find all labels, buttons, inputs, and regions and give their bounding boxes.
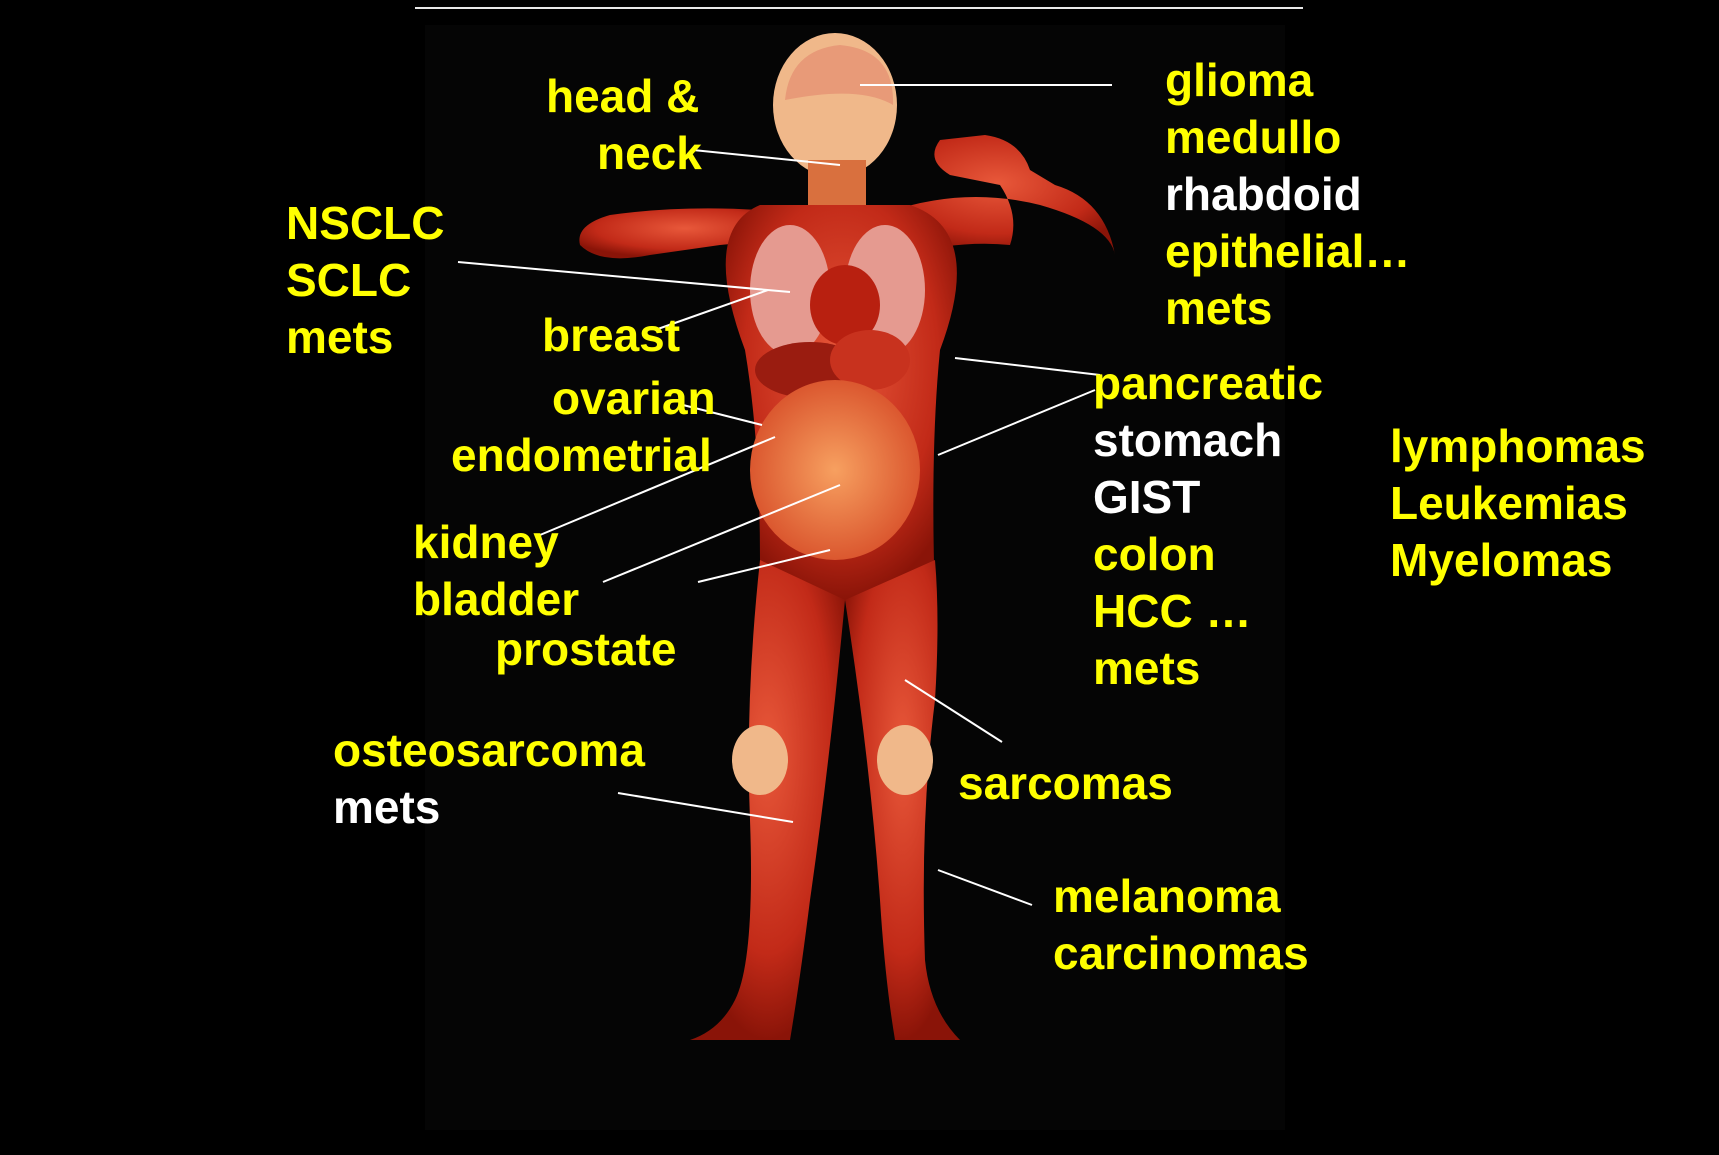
label-stomach: stomach bbox=[1093, 412, 1282, 469]
label-prostate: prostate bbox=[495, 621, 676, 678]
leader-bone bbox=[618, 793, 793, 822]
label-osteosarcoma: osteosarcoma bbox=[333, 722, 645, 779]
leader-gi-upper bbox=[955, 358, 1100, 375]
leader-sarcomas bbox=[905, 680, 1002, 742]
label-hcc: HCC … bbox=[1093, 583, 1251, 640]
label-kidney: kidney bbox=[413, 514, 559, 571]
leader-gi-lower bbox=[938, 390, 1095, 455]
label-rhabdoid: rhabdoid bbox=[1165, 166, 1362, 223]
label-head-neck-line1: head & bbox=[546, 68, 699, 125]
leader-bladder bbox=[603, 485, 840, 582]
label-epithelial: epithelial… bbox=[1165, 223, 1410, 280]
leader-prostate bbox=[698, 550, 830, 582]
label-lung-mets: mets bbox=[286, 309, 393, 366]
label-myelomas: Myelomas bbox=[1390, 532, 1612, 589]
leader-head-neck bbox=[693, 150, 840, 165]
label-glioma: glioma bbox=[1165, 52, 1313, 109]
label-medullo: medullo bbox=[1165, 109, 1341, 166]
label-leukemias: Leukemias bbox=[1390, 475, 1628, 532]
label-bone-mets: mets bbox=[333, 779, 440, 836]
label-bladder: bladder bbox=[413, 571, 579, 628]
label-carcinomas: carcinomas bbox=[1053, 925, 1309, 982]
leader-lung bbox=[458, 262, 790, 292]
label-colon: colon bbox=[1093, 526, 1216, 583]
label-gi-mets: mets bbox=[1093, 640, 1200, 697]
label-melanoma: melanoma bbox=[1053, 868, 1281, 925]
leader-skin bbox=[938, 870, 1032, 905]
label-pancreatic: pancreatic bbox=[1093, 355, 1323, 412]
label-lymphomas: lymphomas bbox=[1390, 418, 1646, 475]
label-head-neck-line2: neck bbox=[597, 125, 702, 182]
label-ovarian: ovarian bbox=[552, 370, 716, 427]
label-brain-mets: mets bbox=[1165, 280, 1272, 337]
label-gist: GIST bbox=[1093, 469, 1200, 526]
label-breast: breast bbox=[542, 307, 680, 364]
label-endometrial: endometrial bbox=[451, 427, 712, 484]
label-sclc: SCLC bbox=[286, 252, 411, 309]
label-nsclc: NSCLC bbox=[286, 195, 444, 252]
label-sarcomas: sarcomas bbox=[958, 755, 1173, 812]
